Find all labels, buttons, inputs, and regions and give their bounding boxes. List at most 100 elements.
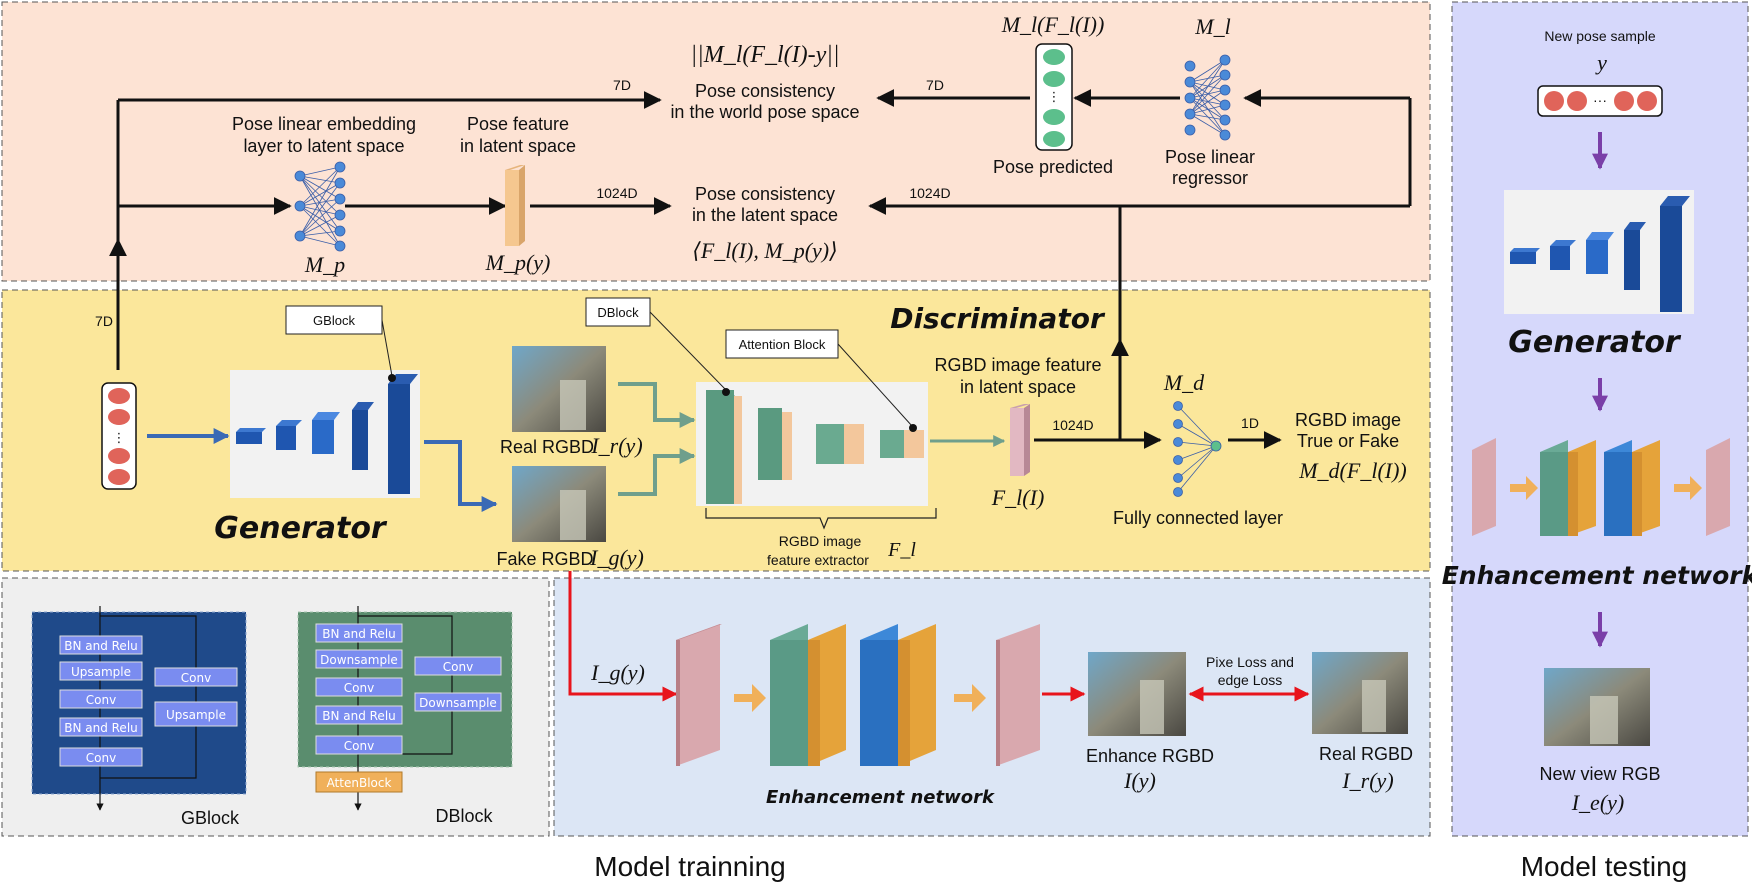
fc-layer-label: Fully connected layer: [1113, 508, 1283, 528]
attention-callout-label: Attention Block: [739, 337, 826, 352]
dblock-skip-op-2: [414, 692, 502, 712]
test-enhancement-title: Enhancement network: [1442, 561, 1752, 590]
dblock-op-1: [315, 623, 403, 643]
new-pose-symbol: y: [1595, 50, 1607, 75]
testing-caption: Model testing: [1521, 851, 1688, 882]
pose-feature-line1: Pose feature: [467, 114, 569, 134]
output-symbol: M_d(F_l(I)): [1298, 458, 1407, 483]
pose-embedding-line1: Pose linear embedding: [232, 114, 416, 134]
new-pose-vector: ···: [1537, 85, 1663, 117]
arrow-fake-to-enhancement: [568, 571, 678, 702]
dblock-attenblock-label: AttenBlock: [327, 776, 392, 790]
dim-1d: 1D: [1241, 415, 1259, 431]
gblock-op-1: [59, 635, 143, 655]
extractor-symbol: F_l: [887, 539, 916, 561]
gblock-caption: GBlock: [181, 808, 240, 828]
real-rgbd-compare-label: Real RGBD: [1319, 744, 1413, 764]
extractor-line2: feature extractor: [767, 552, 869, 568]
gblock-skip-path: [100, 615, 197, 779]
dblock-op-4: [315, 705, 403, 725]
attention-callout-dot: [909, 424, 917, 432]
pose-regressor-line1: Pose linear: [1165, 147, 1255, 167]
rgbd-feature-bar: [1010, 404, 1030, 476]
dim-1024-right: 1024D: [909, 185, 950, 201]
test-generator-image: [1504, 190, 1694, 314]
gblock-callout-box: [285, 305, 383, 335]
gblock-skip-op-2-label: Upsample: [166, 708, 226, 722]
regressor-network-icon: [1184, 54, 1231, 141]
rgbd-feature-symbol: F_l(I): [991, 485, 1045, 510]
dblock-caption: DBlock: [435, 806, 493, 826]
pose-world-formula: ||M_l(F_l(I)-y||: [691, 42, 840, 68]
gblock-callout-line: [381, 319, 393, 377]
dblock-op-5-label: Conv: [344, 739, 374, 753]
enhance-rgbd-label: Enhance RGBD: [1086, 746, 1214, 766]
gblock-op-2-label: Upsample: [71, 665, 131, 679]
gblock-skip-op-1: [154, 667, 238, 687]
attention-callout-line: [837, 343, 913, 427]
fake-rgbd-label: Fake RGBD: [496, 549, 593, 569]
dblock-skip-op-1: [414, 656, 502, 676]
gblock-op-1-label: BN and Relu: [64, 639, 138, 653]
gblock-skip-op-2: [154, 701, 238, 727]
real-rgbd-image: [512, 346, 606, 432]
pose-predicted-symbol: M_l(F_l(I)): [1001, 12, 1105, 37]
loss-line2: edge Loss: [1218, 672, 1283, 688]
feature-extractor-image: [696, 382, 928, 506]
pose-world-line2: in the world pose space: [670, 102, 859, 122]
enhancement-title: Enhancement network: [766, 787, 995, 808]
gblock-op-5-label: Conv: [86, 751, 116, 765]
dblock-op-1-label: BN and Relu: [322, 627, 396, 641]
pose-world-line1: Pose consistency: [695, 81, 835, 101]
gblock-op-4: [59, 717, 143, 737]
svg-text:···: ···: [1593, 92, 1607, 108]
rgbd-feature-line1: RGBD image feature: [934, 355, 1101, 375]
mp-symbol: M_p: [304, 252, 345, 277]
real-rgbd-symbol: I_r(y): [590, 433, 642, 458]
md-symbol: M_d: [1163, 370, 1205, 395]
pose-embedding-line2: layer to latent space: [243, 136, 404, 156]
test-generator-title: Generator: [1508, 325, 1682, 360]
fake-rgbd-image: [512, 466, 606, 542]
real-rgbd-compare-symbol: I_r(y): [1341, 768, 1393, 793]
pose-latent-line2: in the latent space: [692, 205, 838, 225]
dim-7d-left: 7D: [95, 313, 113, 329]
attention-callout-box: [725, 329, 839, 359]
output-line2: True or Fake: [1297, 431, 1399, 451]
gblock-op-3: [59, 689, 143, 709]
real-rgbd-compare-image: [1312, 652, 1408, 734]
input-pose-vector: ⋮: [101, 382, 137, 490]
dim-1024-feat: 1024D: [1052, 417, 1093, 433]
dblock-op-5: [315, 735, 403, 755]
pose-feature-line2: in latent space: [460, 136, 576, 156]
gblock-op-5: [59, 747, 143, 767]
enhancement-network-image: [676, 624, 1040, 766]
output-line1: RGBD image: [1295, 410, 1401, 430]
rgbd-feature-line2: in latent space: [960, 377, 1076, 397]
enhancement-input-symbol: I_g(y): [590, 660, 645, 685]
svg-text:⋮: ⋮: [113, 430, 126, 445]
top-panel: [1, 1, 1431, 282]
dblock-skip-op-1-label: Conv: [443, 660, 473, 674]
new-view-label: New view RGB: [1539, 764, 1660, 784]
extractor-brace: [705, 508, 937, 530]
fully-connected-network-icon: [1173, 401, 1222, 497]
test-enhancement-image: [1472, 438, 1730, 536]
pose-regressor-line2: regressor: [1172, 168, 1248, 188]
gblock-op-2: [59, 661, 143, 681]
dim-7d-world: 7D: [926, 77, 944, 93]
dblock-op-3: [315, 677, 403, 697]
embedding-network-icon: [294, 161, 346, 252]
dblock-skip-op-2-label: Downsample: [419, 696, 497, 710]
arrow-real-to-extractor: [618, 382, 696, 428]
new-pose-label: New pose sample: [1544, 28, 1655, 44]
training-caption: Model trainning: [594, 851, 785, 882]
pose-predicted-label: Pose predicted: [993, 157, 1113, 177]
discriminator-title: Discriminator: [890, 302, 1106, 335]
gblock-callout-label: GBlock: [313, 313, 355, 328]
pose-feature-bar: [505, 165, 525, 246]
dim-7d-top: 7D: [613, 77, 631, 93]
gblock-callout-dot: [388, 374, 396, 382]
dblock-op-2: [315, 649, 403, 669]
extractor-line1: RGBD image: [779, 533, 862, 549]
